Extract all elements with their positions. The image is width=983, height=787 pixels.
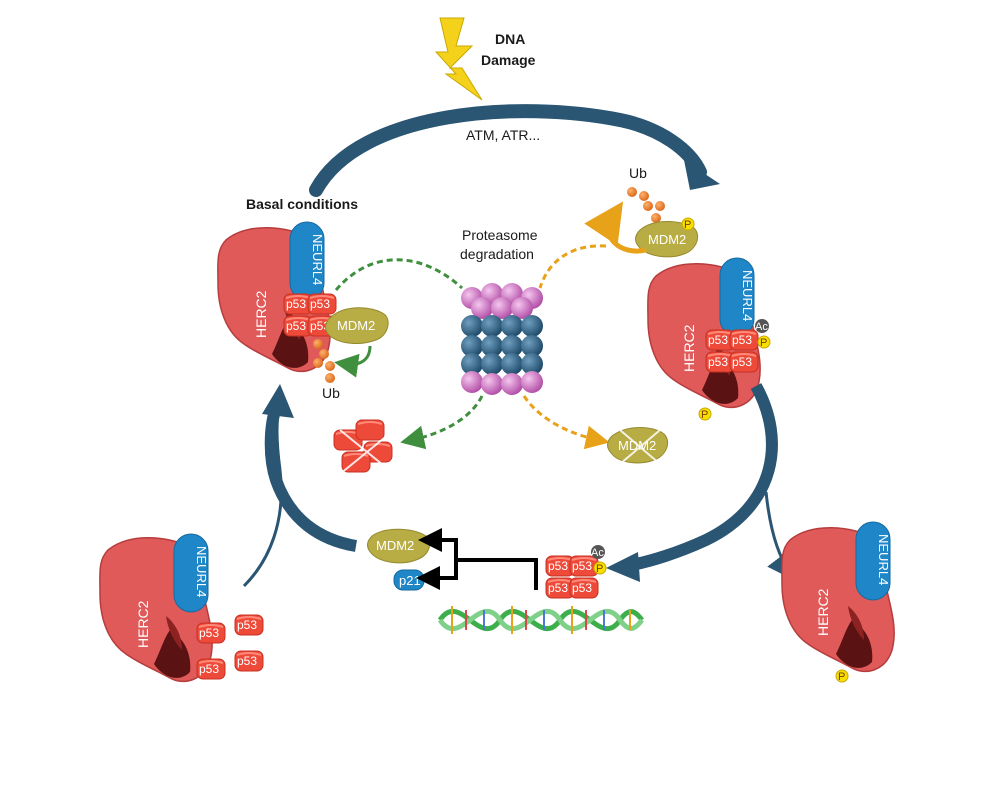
basal-to-proteasome-dashed: [334, 258, 464, 291]
ubiquitin-chain-damage: [627, 187, 665, 223]
dna-damage-label-line2: Damage: [481, 52, 536, 68]
p53-label: p53: [732, 355, 752, 369]
p53-free-monomers: p53 p53 p53 p53: [196, 614, 264, 680]
dna-damage-lightning-icon: [434, 17, 483, 101]
p53-label: p53: [237, 618, 257, 632]
mdm2-label-transcribed: MDM2: [376, 538, 414, 553]
herc2-label: HERC2: [681, 324, 697, 372]
phospho-icon: [681, 217, 695, 231]
proteasome-icon: [461, 283, 543, 395]
p53-label: p53: [310, 319, 330, 333]
p53-label: p53: [572, 581, 592, 595]
proteasome-to-degraded-mdm2-arrow: [522, 395, 610, 450]
neurl4-label: NEURL4: [194, 546, 209, 597]
acetyl-icon: [591, 545, 605, 559]
neurl4-label: NEURL4: [740, 270, 755, 321]
herc2-phospho-released: P: [835, 669, 849, 683]
dna-damage-label-line1: DNA: [495, 31, 525, 47]
dna-helix-icon: [437, 606, 644, 634]
p53-label: p53: [237, 654, 257, 668]
p53-tetramer-dna: p53 p53 p53 p53 Ac P: [545, 545, 607, 599]
phospho-label: P: [760, 337, 767, 349]
acetyl-label: Ac: [755, 321, 768, 333]
herc2-complex-damage: HERC2: [647, 262, 761, 409]
top-curved-arrowhead: [684, 160, 720, 190]
damage-to-proteasome-dashed: [538, 244, 607, 289]
proteasome-label-line1: Proteasome: [462, 227, 538, 243]
basal-conditions-label: Basal conditions: [246, 196, 358, 212]
herc2-phospho-damage: P: [698, 407, 712, 421]
mdm2-label-damage: MDM2: [648, 232, 686, 247]
transcription-arrows: [416, 528, 538, 590]
p53-label: p53: [572, 559, 592, 573]
p53-label: p53: [286, 319, 306, 333]
p53-label: p53: [708, 333, 728, 347]
p53-tetramer-basal: p53 p53 p53 p53: [283, 293, 337, 337]
p53-label: p53: [286, 297, 306, 311]
herc2-label: HERC2: [253, 290, 269, 338]
herc2-label: HERC2: [135, 600, 151, 648]
phospho-label: P: [838, 671, 845, 683]
degraded-p53-icon: [333, 419, 395, 475]
proteasome-to-degraded-p53-arrow: [400, 395, 484, 450]
mdm2-autoubiquitination-arrow: [584, 201, 647, 254]
kinases-label: ATM, ATR...: [466, 127, 540, 143]
acetyl-icon: [755, 319, 769, 333]
p53-label: p53: [548, 559, 568, 573]
damage-to-transcription-arrowhead: [606, 552, 640, 582]
phospho-label: P: [701, 409, 708, 421]
neurl4-newly: NEURL4: [173, 533, 209, 613]
herc2-complex-released: HERC2: [781, 526, 895, 673]
ubiquitination-arrow-basal: [334, 345, 372, 378]
mdm2-basal: MDM2: [325, 307, 389, 344]
p53-label: p53: [732, 333, 752, 347]
p21-transcribed: p21: [393, 569, 425, 591]
p53-label: p53: [548, 581, 568, 595]
p53-label: p53: [310, 297, 330, 311]
damage-to-transcription-arrow: [624, 383, 778, 572]
transcription-to-basal-arrow: [264, 405, 358, 552]
neurl4-label: NEURL4: [876, 534, 891, 585]
neurl4-label: NEURL4: [310, 234, 325, 285]
p53-label: p53: [199, 626, 219, 640]
degraded-mdm2-icon: MDM2: [607, 427, 669, 465]
phospho-icon: [593, 561, 607, 575]
p53-label: p53: [708, 355, 728, 369]
mdm2-autoubiquitin: MDM2 P: [635, 217, 699, 258]
ubiquitin-chain-basal: [313, 339, 335, 383]
proteasome-label-line2: degradation: [460, 246, 534, 262]
top-curved-arrow: [309, 104, 707, 197]
herc2-label: HERC2: [815, 588, 831, 636]
phospho-icon: [757, 335, 771, 349]
phospho-label: P: [596, 563, 603, 575]
p21-label: p21: [399, 573, 421, 588]
ub-label-basal: Ub: [322, 385, 340, 401]
phospho-label: P: [684, 219, 691, 231]
herc2-complex-basal: HERC2: [217, 226, 331, 373]
mdm2-transcribed: MDM2: [367, 528, 431, 564]
p53-label: p53: [199, 662, 219, 676]
neurl4-damage: NEURL4: [719, 257, 755, 337]
herc2-complex-newly: HERC2: [99, 536, 213, 683]
neurl4-basal: NEURL4: [289, 221, 325, 301]
neurl4-released: NEURL4: [855, 521, 891, 601]
transcription-to-basal-arrowhead: [262, 384, 294, 418]
p53-tetramer-damage: p53 p53 p53 p53 Ac P: [705, 319, 771, 373]
mdm2-label: MDM2: [337, 318, 375, 333]
ub-label-damage: Ub: [629, 165, 647, 181]
acetyl-label: Ac: [591, 547, 604, 559]
